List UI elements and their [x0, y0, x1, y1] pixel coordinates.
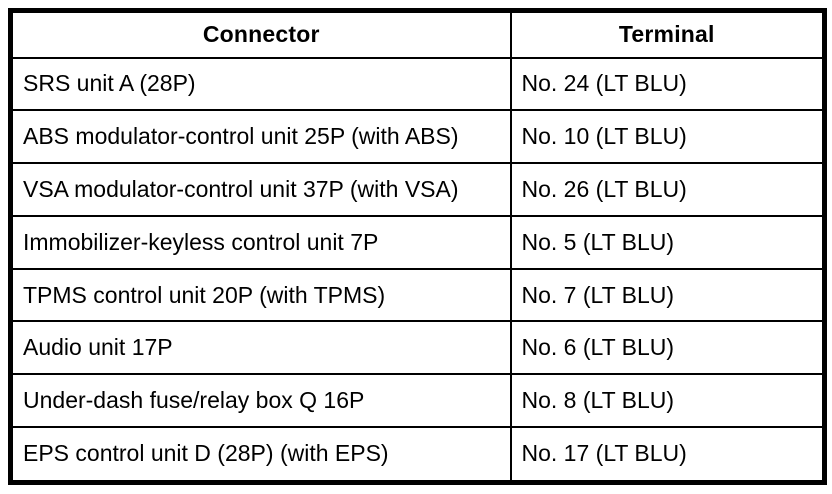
terminal-cell: No. 6 (LT BLU): [509, 320, 826, 376]
table-row: Audio unit 17P No. 6 (LT BLU): [9, 320, 826, 376]
terminal-cell: No. 5 (LT BLU): [509, 214, 826, 270]
table-body: SRS unit A (28P) No. 24 (LT BLU) ABS mod…: [9, 56, 826, 484]
terminal-cell: No. 10 (LT BLU): [509, 109, 826, 165]
table-row: SRS unit A (28P) No. 24 (LT BLU): [9, 56, 826, 112]
connector-cell: TPMS control unit 20P (with TPMS): [9, 267, 512, 323]
terminal-cell: No. 17 (LT BLU): [509, 425, 826, 484]
terminal-cell: No. 7 (LT BLU): [509, 267, 826, 323]
table-row: VSA modulator-control unit 37P (with VSA…: [9, 162, 826, 217]
connector-cell: Under-dash fuse/relay box Q 16P: [9, 373, 512, 428]
header-connector: Connector: [9, 9, 512, 59]
connector-cell: VSA modulator-control unit 37P (with VSA…: [9, 162, 512, 217]
connector-cell: Audio unit 17P: [9, 320, 512, 376]
connector-terminal-table: Connector Terminal SRS unit A (28P) No. …: [8, 8, 827, 485]
terminal-cell: No. 8 (LT BLU): [509, 373, 826, 428]
connector-cell: Immobilizer-keyless control unit 7P: [9, 214, 512, 270]
table-row: Under-dash fuse/relay box Q 16P No. 8 (L…: [9, 373, 826, 428]
connector-cell: ABS modulator-control unit 25P (with ABS…: [9, 109, 512, 165]
table-row: TPMS control unit 20P (with TPMS) No. 7 …: [9, 267, 826, 323]
table-row: ABS modulator-control unit 25P (with ABS…: [9, 109, 826, 165]
header-row: Connector Terminal: [9, 9, 826, 59]
table-row: Immobilizer-keyless control unit 7P No. …: [9, 214, 826, 270]
table-row: EPS control unit D (28P) (with EPS) No. …: [9, 425, 826, 484]
connector-cell: EPS control unit D (28P) (with EPS): [9, 425, 512, 484]
terminal-cell: No. 26 (LT BLU): [509, 162, 826, 217]
header-terminal: Terminal: [509, 9, 826, 59]
connector-cell: SRS unit A (28P): [9, 56, 512, 112]
terminal-cell: No. 24 (LT BLU): [509, 56, 826, 112]
